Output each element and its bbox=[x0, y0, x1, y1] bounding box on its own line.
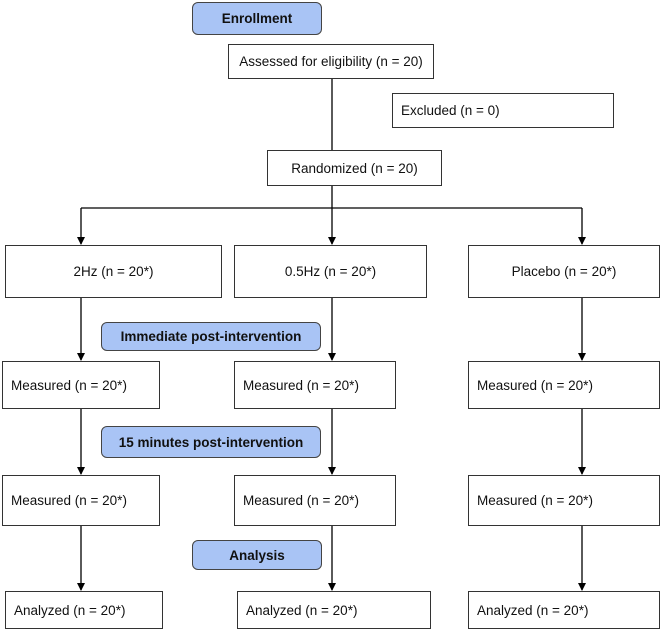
group-box-placebo: Placebo (n = 20*) bbox=[468, 245, 660, 298]
stage-analysis: Analysis bbox=[192, 540, 322, 570]
measured-15min-placebo: Measured (n = 20*) bbox=[468, 475, 660, 526]
measured-immediate-2hz: Measured (n = 20*) bbox=[2, 361, 160, 409]
assessed-box: Assessed for eligibility (n = 20) bbox=[228, 44, 434, 79]
analyzed-05hz: Analyzed (n = 20*) bbox=[237, 591, 431, 629]
analyzed-placebo: Analyzed (n = 20*) bbox=[468, 591, 660, 629]
stage-enrollment: Enrollment bbox=[192, 2, 322, 35]
randomized-box: Randomized (n = 20) bbox=[267, 150, 442, 186]
group-box-2hz: 2Hz (n = 20*) bbox=[5, 245, 222, 298]
measured-15min-2hz: Measured (n = 20*) bbox=[2, 475, 160, 526]
excluded-box: Excluded (n = 0) bbox=[392, 93, 614, 128]
measured-15min-05hz: Measured (n = 20*) bbox=[234, 475, 396, 526]
stage-15-minutes: 15 minutes post-intervention bbox=[101, 426, 321, 458]
measured-immediate-05hz: Measured (n = 20*) bbox=[234, 361, 396, 409]
group-box-05hz: 0.5Hz (n = 20*) bbox=[234, 245, 427, 298]
stage-immediate: Immediate post-intervention bbox=[101, 322, 321, 351]
measured-immediate-placebo: Measured (n = 20*) bbox=[468, 361, 660, 409]
analyzed-2hz: Analyzed (n = 20*) bbox=[5, 591, 163, 629]
